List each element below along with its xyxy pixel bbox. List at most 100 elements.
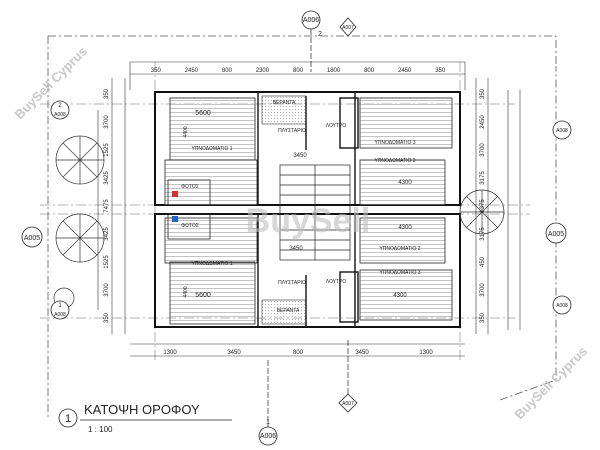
dim-bottom-label: 3450 <box>355 350 369 356</box>
red-marker-top <box>172 191 178 197</box>
room-label-light-well-top: ΦΩΤΟΣ <box>181 184 199 190</box>
dim-left-label: 3425 <box>104 227 110 241</box>
dim-right-label: 3700 <box>480 143 486 157</box>
room-label-bath-top: ΛΟΥΤΡΟ <box>326 123 347 129</box>
bottom-dimension-chain <box>130 343 465 357</box>
plot-boundary <box>47 35 557 420</box>
dim-left-label: 3425 <box>104 171 110 185</box>
dim-right-label: 450 <box>480 256 486 267</box>
room-dim-4300-a: 4300 <box>398 180 412 186</box>
dim-left-label: 350 <box>104 88 110 99</box>
room-label-bedroom2-top: ΥΠΝΟΔΩΜΑΤΙΟ 2 <box>374 158 415 164</box>
room-label-laundry-bottom: ΠΛΥΣΤΑΡΙΟ <box>278 280 306 286</box>
section-marker-bottom-right-sheet: A007 <box>342 401 354 407</box>
section-marker-bottom-right <box>338 340 358 413</box>
stair-core <box>279 164 351 261</box>
section-marker-left-upper <box>50 100 70 120</box>
dim-right-label: 3175 <box>480 227 486 241</box>
dim-bottom-label: 3450 <box>227 350 241 356</box>
room-dim-3450-bottom: 3450 <box>289 246 303 252</box>
room-dim-5600-bottom: 5600 <box>195 292 211 299</box>
dim-left-label: 7475 <box>104 199 110 213</box>
dim-right-label: 1375 <box>480 199 486 213</box>
section-marker-top <box>301 10 321 72</box>
blue-marker-bottom <box>172 216 178 222</box>
section-marker-right-lower-sheet: A008 <box>556 303 568 309</box>
section-marker-top-sheet: A006 <box>303 17 319 24</box>
building-walls <box>154 91 461 328</box>
section-marker-right-upper <box>552 120 572 140</box>
section-marker-top-right-sheet: A007 <box>342 25 354 31</box>
section-marker-left-lower <box>50 300 70 320</box>
left-dimension-chain <box>97 78 126 334</box>
dim-right-label: 3175 <box>480 171 486 185</box>
room-label-veranda-bottom: ΒΕΡΑΝΤΑ <box>277 308 300 314</box>
tree-symbols <box>55 135 505 263</box>
section-marker-bottom-sheet: A006 <box>260 433 276 440</box>
light-wells <box>167 179 211 240</box>
dim-left-label: 3700 <box>104 283 110 297</box>
room-dim-4300-b: 4300 <box>398 225 412 231</box>
dim-top-label: 2300 <box>256 68 270 74</box>
room-label-bedroom1-bottom: ΥΠΝΟΔΩΜΑΤΙΟ 1 <box>191 261 232 267</box>
room-dim-4400-bottom: 4400 <box>183 286 189 297</box>
section-marker-top-number: 2 <box>318 31 322 38</box>
view-number: 1 <box>65 413 71 425</box>
dim-left-label: 1525 <box>104 143 110 157</box>
floor-hatching <box>164 97 453 325</box>
dim-top-label: 800 <box>364 68 375 74</box>
section-marker-right-lower <box>552 295 572 315</box>
section-marker-left-lower-number: 1 <box>58 303 62 309</box>
watermark-brand-right: BuySell Cyprus <box>512 344 591 423</box>
section-marker-left-upper-sheet: A008 <box>54 112 66 118</box>
room-label-laundry-top: ΠΛΥΣΤΑΡΙΟ <box>278 128 306 134</box>
dim-top-label: 800 <box>293 68 304 74</box>
dim-right-label: 350 <box>480 312 486 323</box>
view-number-bubble <box>58 408 78 428</box>
room-dim-4400-top: 4400 <box>183 126 189 137</box>
dim-top-label: 2450 <box>185 68 199 74</box>
section-marker-left <box>21 226 43 248</box>
dim-left-label: 3700 <box>104 115 110 129</box>
dim-top-label: 800 <box>222 68 233 74</box>
dim-left-label: 1525 <box>104 255 110 269</box>
room-label-bedroom3-top: ΥΠΝΟΔΩΜΑΤΙΟ 3 <box>374 140 415 146</box>
veranda-areas <box>261 95 307 325</box>
section-marker-right-sheet: A005 <box>548 231 564 238</box>
left-dimension-labels: 350 3700 1525 3425 7475 3425 1525 3700 350 <box>104 88 110 323</box>
interior-partitions <box>257 92 359 327</box>
room-label-veranda-top: ΒΕΡΑΝΤΑ <box>273 100 296 106</box>
room-dim-4300-c: 4300 <box>393 293 407 299</box>
dim-right-label: 2450 <box>480 115 486 129</box>
dim-top-label: 1800 <box>327 68 341 74</box>
room-dim-5600-top: 5600 <box>195 110 211 117</box>
watermark-center: BuySell <box>246 202 371 240</box>
section-marker-left-sheet: A005 <box>24 235 40 242</box>
dim-bottom-label: 1300 <box>419 350 433 356</box>
dim-top-label: 350 <box>151 68 162 74</box>
section-marker-top-right <box>339 17 357 37</box>
section-marker-right <box>545 222 567 244</box>
dim-left-label: 350 <box>104 312 110 323</box>
section-marker-bottom <box>258 360 278 446</box>
drawing-title: ΚΑΤΟΨΗ ΟΡΟΦΟΥ <box>84 402 200 417</box>
dim-top-label: 2450 <box>398 68 412 74</box>
room-label-bedroom1-top: ΥΠΝΟΔΩΜΑΤΙΟ 1 <box>191 146 232 152</box>
bottom-dimension-labels: 1300 3450 800 3450 1300 <box>163 350 433 356</box>
dim-bottom-label: 1300 <box>163 350 177 356</box>
dim-bottom-label: 800 <box>293 350 304 356</box>
section-marker-left-lower-sheet: A008 <box>54 312 66 318</box>
room-label-bedroom2-bottom: ΥΠΝΟΔΩΜΑΤΙΟ 2 <box>379 246 420 252</box>
drawing-scale: 1 : 100 <box>88 425 113 434</box>
section-marker-right-upper-sheet: A008 <box>556 128 568 134</box>
room-label-bath-bottom: ΛΟΥΤΡΟ <box>326 279 347 285</box>
room-label-bedroom3-bottom: ΥΠΝΟΔΩΜΑΤΙΟ 3 <box>379 270 420 276</box>
room-label-light-well-bottom: ΦΩΤΟΣ <box>181 223 199 229</box>
dim-right-label: 3700 <box>480 283 486 297</box>
section-marker-bottom-number: 1 <box>266 419 270 426</box>
room-dim-3450-top: 3450 <box>293 153 307 159</box>
section-marker-left-upper-number: 2 <box>58 103 62 109</box>
